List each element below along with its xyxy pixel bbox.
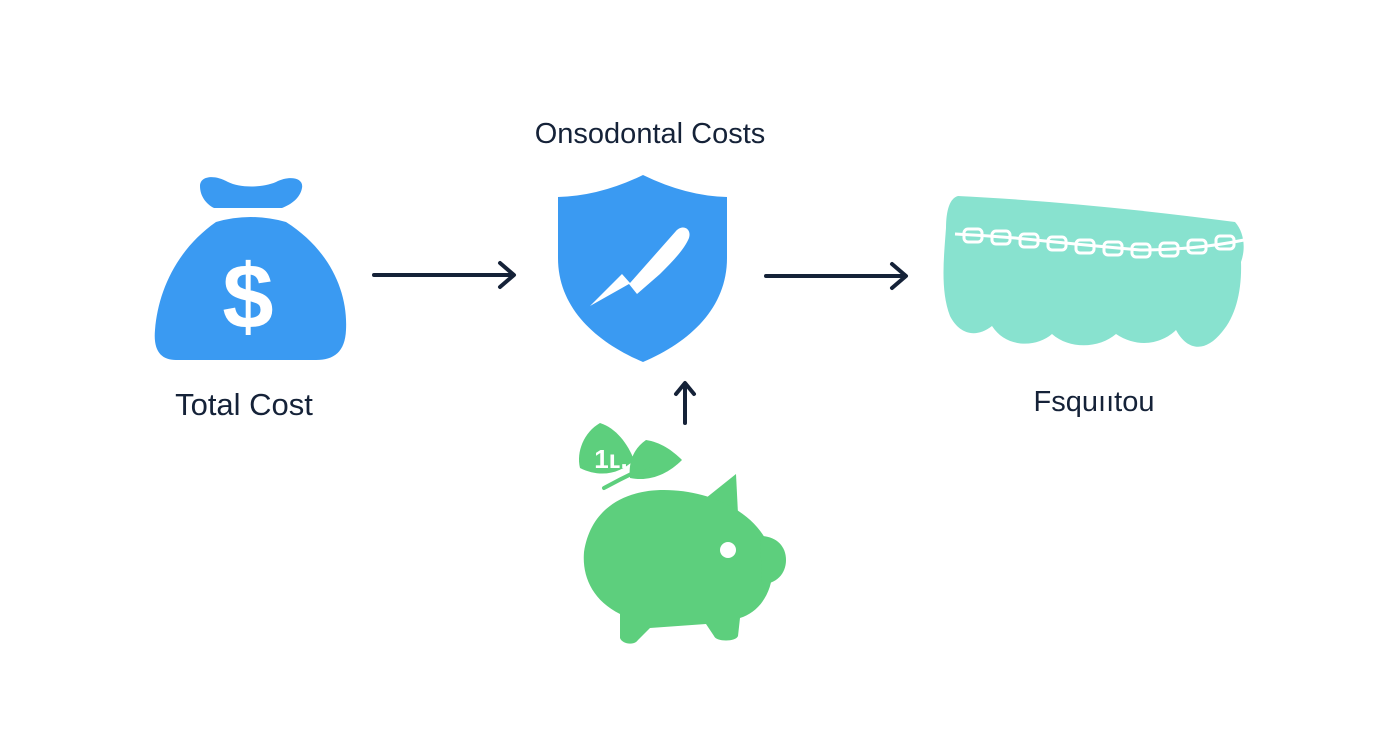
shield-icon bbox=[558, 175, 727, 362]
lightning-stroke-icon bbox=[590, 227, 690, 306]
piggy-body bbox=[583, 490, 773, 644]
piggy-ear bbox=[706, 474, 738, 514]
dental-braces-icon bbox=[943, 196, 1245, 347]
arrow-right-2 bbox=[764, 262, 908, 290]
piggy-eye bbox=[720, 542, 736, 558]
arrow-up bbox=[674, 381, 696, 425]
leaf-text: 1ʟ. bbox=[594, 444, 627, 474]
right-label: Fsquııtou bbox=[1033, 386, 1155, 418]
total-cost-label: Total Cost bbox=[175, 387, 313, 422]
money-bag-body bbox=[154, 217, 347, 360]
braces-wire bbox=[954, 232, 1245, 252]
arrow-right-1 bbox=[372, 261, 516, 289]
piggy-bank-icon bbox=[583, 474, 786, 644]
money-bag-icon: $ bbox=[154, 177, 347, 360]
title-label: Onsodontal Costs bbox=[534, 118, 766, 150]
braces-brackets bbox=[962, 227, 1236, 259]
dollar-sign-icon: $ bbox=[222, 246, 273, 348]
money-bag-knot bbox=[200, 177, 303, 208]
leaf-icon: 1ʟ. bbox=[578, 423, 682, 490]
piggy-snout bbox=[760, 536, 786, 584]
